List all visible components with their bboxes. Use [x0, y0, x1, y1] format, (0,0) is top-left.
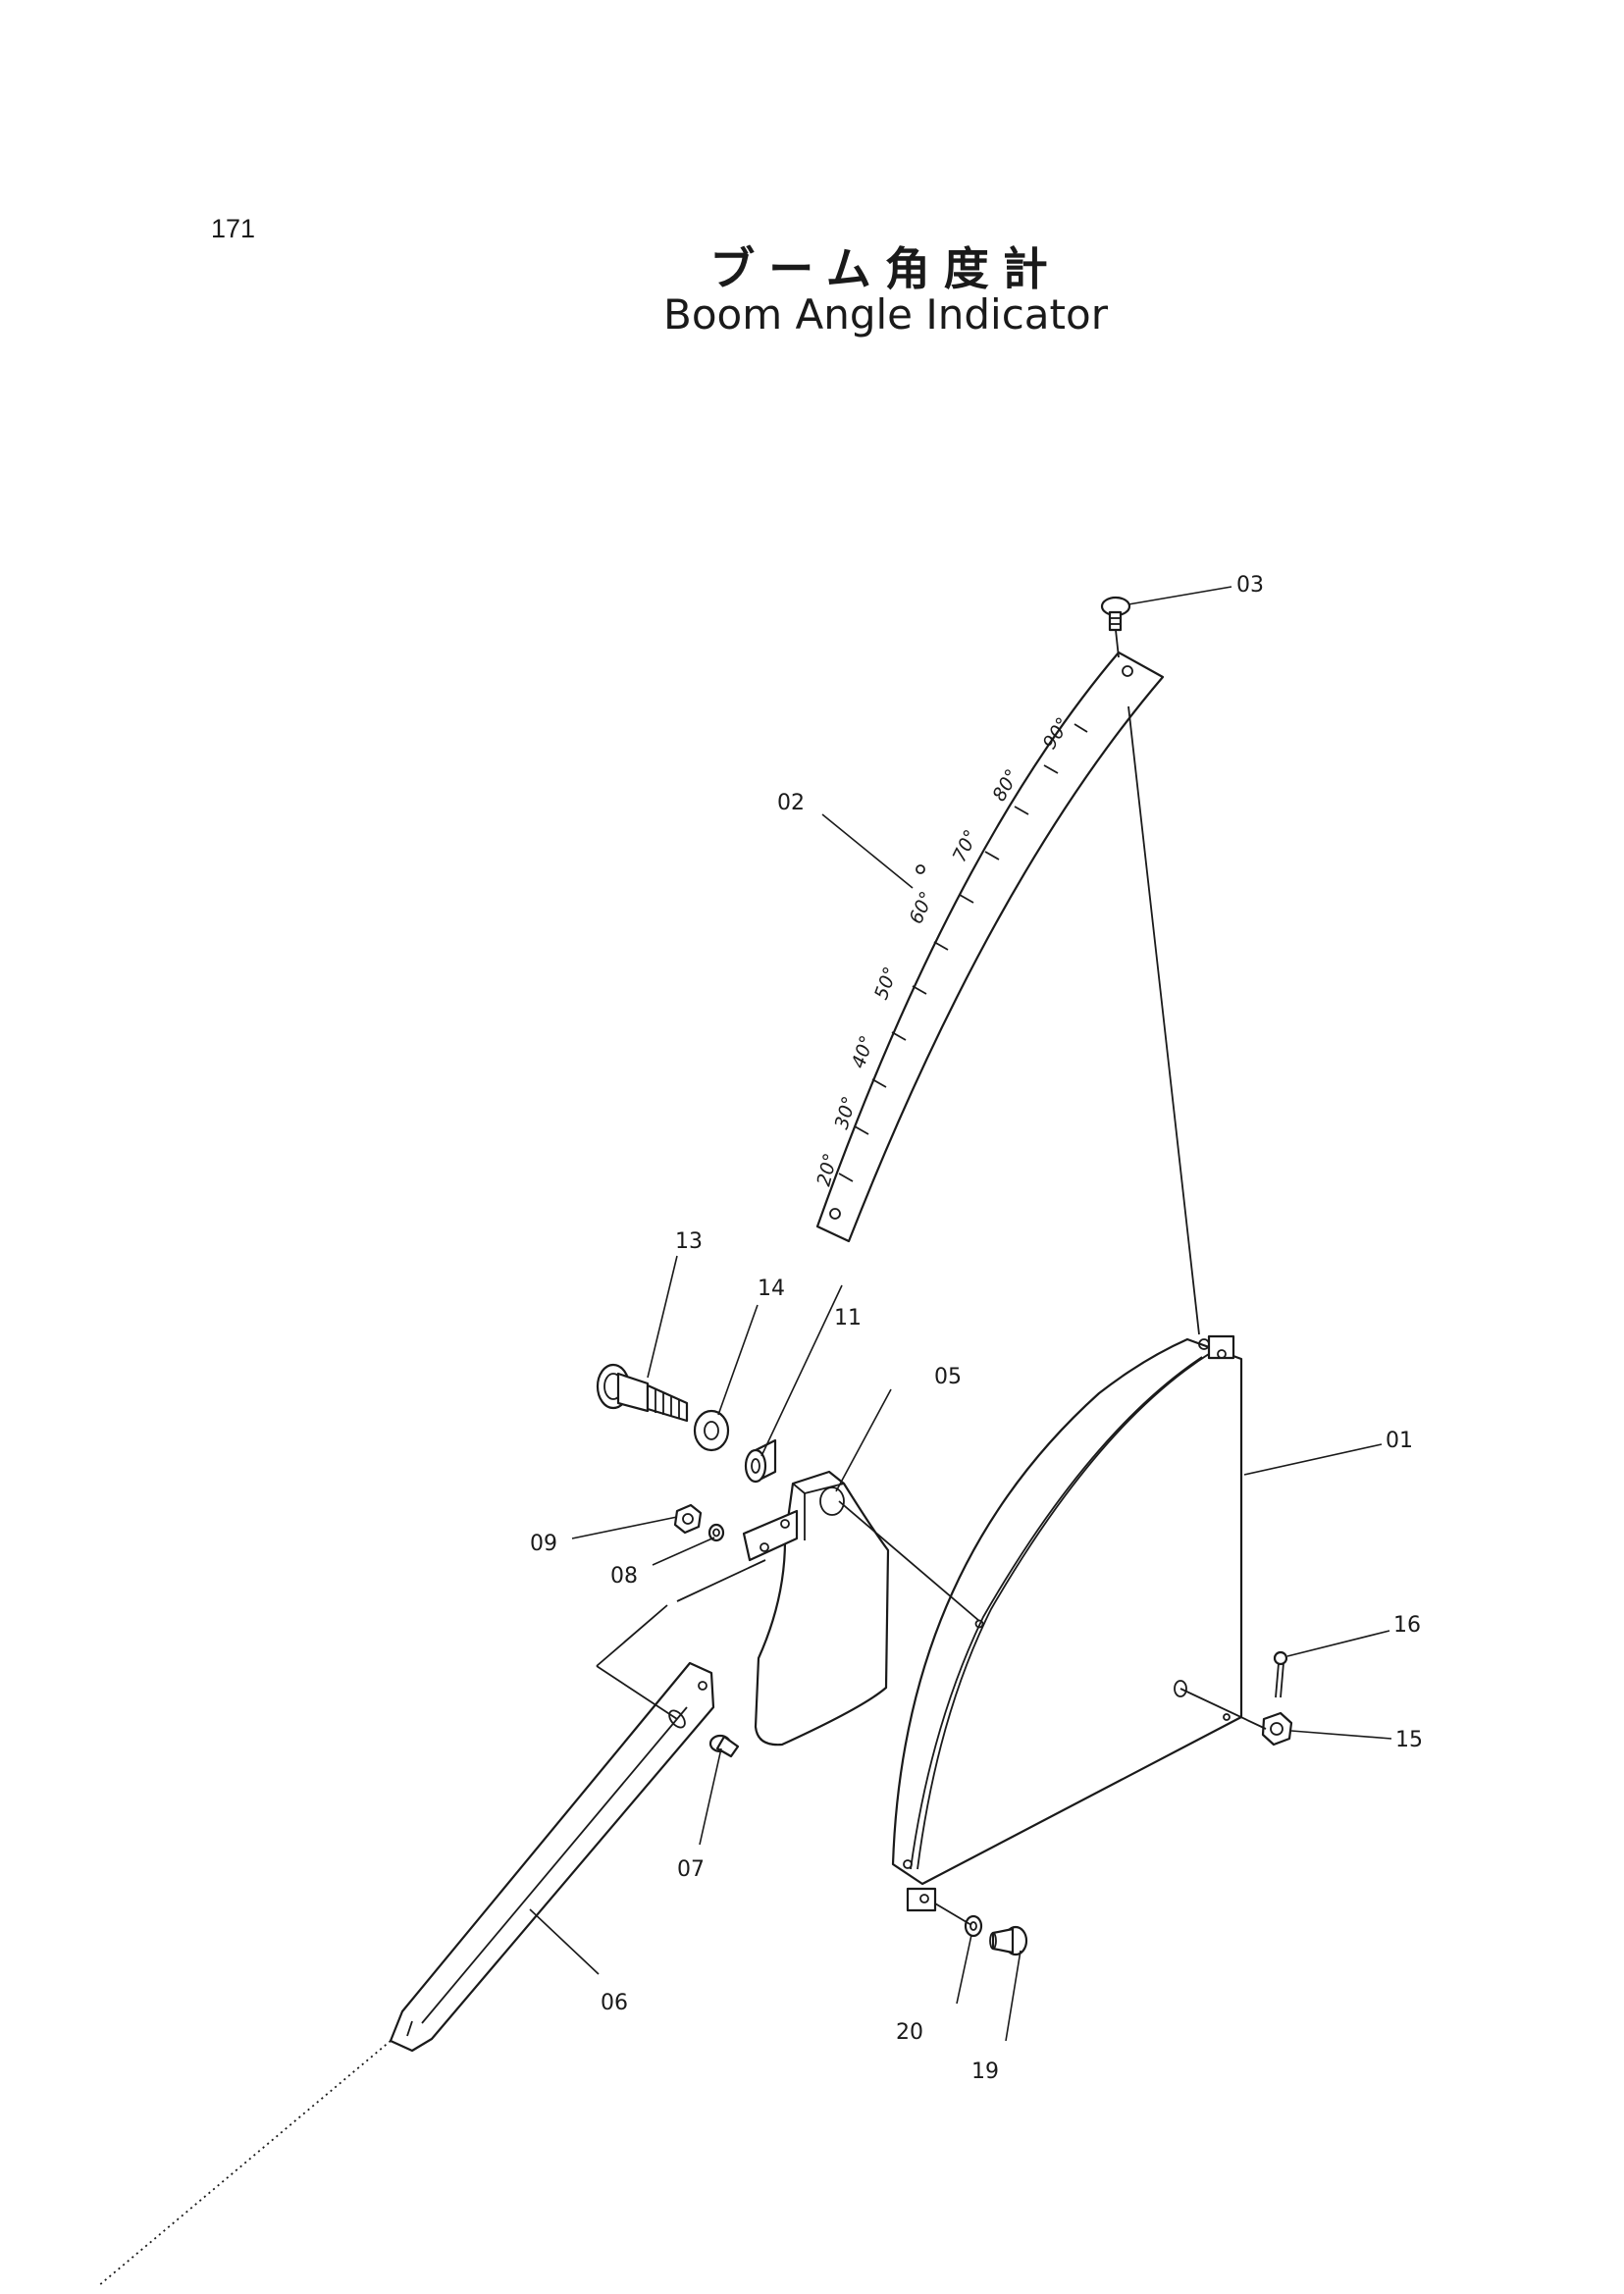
callout-03: 03 — [1236, 573, 1264, 598]
part-03-screw — [1100, 596, 1131, 632]
title-english: Boom Angle Indicator — [663, 290, 1108, 339]
part-15-castle-nut — [1261, 1711, 1293, 1747]
callout-06: 06 — [601, 1991, 628, 2015]
title-japanese: ブーム角度計 — [709, 242, 1062, 295]
part-14-washer — [693, 1409, 730, 1452]
callout-07: 07 — [677, 1857, 705, 1882]
part-11-bushing — [744, 1438, 777, 1484]
part-02-angle-scale: 90° 80° 70° 60° 50° 40° 30° 20° — [813, 651, 1165, 1243]
callout-05: 05 — [934, 1365, 962, 1389]
assembly-lines — [97, 629, 1267, 2287]
part-09-nut — [673, 1503, 703, 1535]
scale-label: 40° — [848, 1033, 878, 1071]
callout-leaders — [529, 586, 1392, 2042]
part-20-washer — [964, 1914, 983, 1938]
callout-09: 09 — [530, 1532, 557, 1556]
part-16-cotter-pin — [1273, 1650, 1288, 1698]
part-01-quadrant-frame — [891, 1334, 1243, 1912]
callout-02: 02 — [777, 791, 805, 815]
scale-label: 50° — [870, 965, 902, 1003]
part-06-pointer — [389, 1661, 715, 2053]
callout-13: 13 — [675, 1229, 703, 1254]
part-05-bracket — [742, 1470, 890, 1747]
part-08-washer — [707, 1523, 725, 1542]
part-13-pin — [596, 1363, 689, 1423]
callout-20: 20 — [896, 2020, 923, 2045]
callout-11: 11 — [834, 1306, 862, 1330]
callout-14: 14 — [758, 1277, 785, 1301]
callout-15: 15 — [1395, 1728, 1423, 1752]
part-19-bolt — [989, 1925, 1028, 1956]
callout-08: 08 — [610, 1564, 638, 1589]
callout-01: 01 — [1386, 1429, 1413, 1453]
callout-labels: 03 02 01 05 11 14 13 09 08 07 06 16 15 2… — [530, 573, 1423, 2084]
part-07-screw — [708, 1734, 740, 1758]
scale-label: 60° — [905, 888, 938, 927]
callout-16: 16 — [1393, 1613, 1421, 1638]
callout-19: 19 — [971, 2059, 999, 2084]
page-number: 171 — [211, 214, 256, 243]
